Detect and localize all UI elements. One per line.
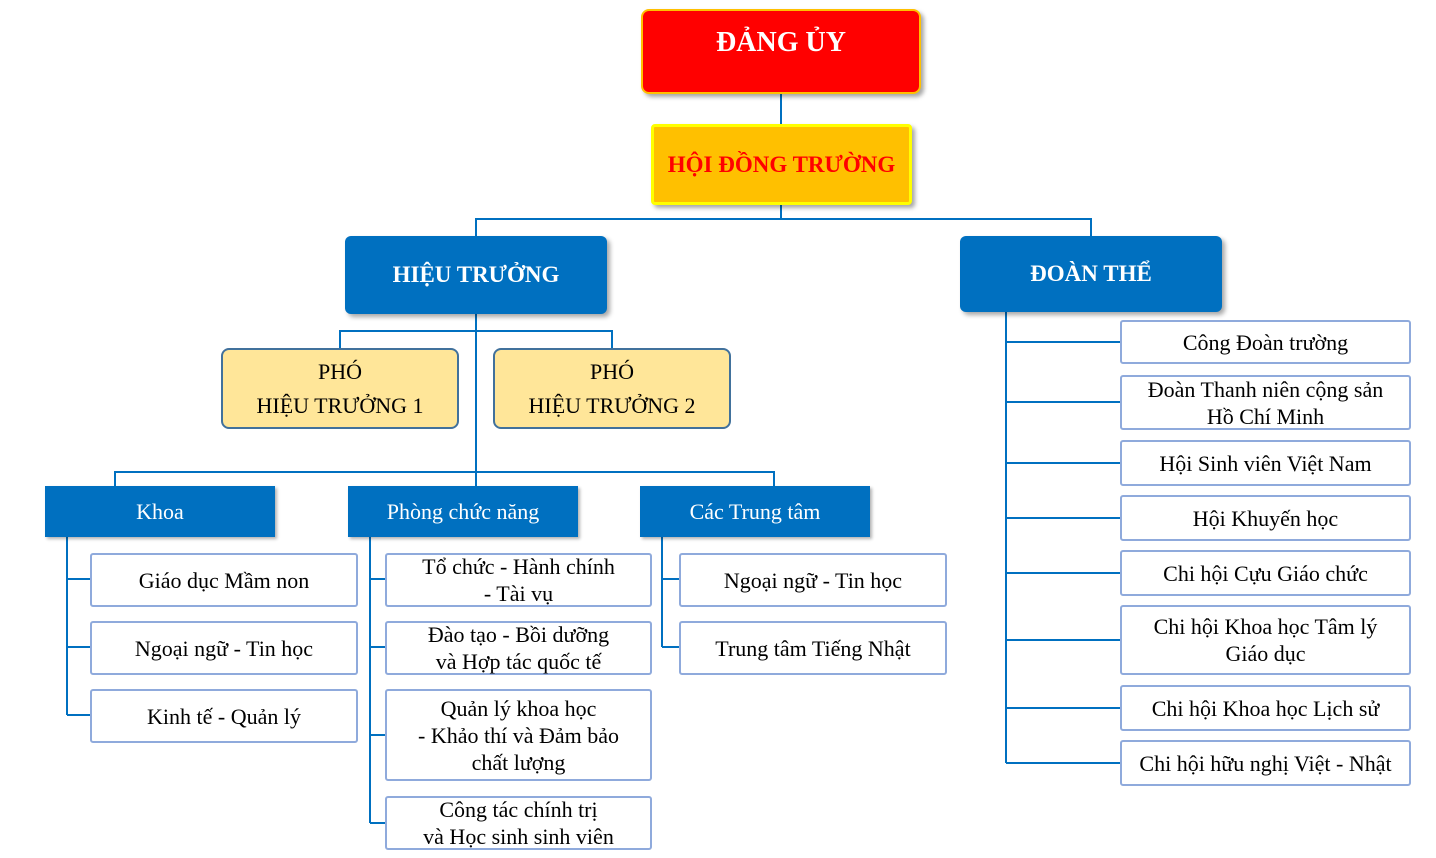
- phong-item: Đào tạo - Bồi dưỡng và Hợp tác quốc tế: [385, 621, 652, 675]
- connector-pho-branch: [339, 330, 613, 348]
- trung-tam-item: Ngoại ngữ - Tin học: [679, 553, 947, 607]
- doan-the-item: Đoàn Thanh niên cộng sản Hồ Chí Minh: [1120, 375, 1411, 430]
- pho-hieu-truong-2-box: PHÓ HIỆU TRƯỞNG 2: [493, 348, 731, 429]
- connector-top-branch: [475, 218, 1092, 236]
- doan-the-box: ĐOÀN THỂ: [960, 236, 1222, 312]
- cac-trung-tam-header: Các Trung tâm: [640, 486, 870, 537]
- doan-the-item: Chi hội Khoa học Lịch sử: [1120, 685, 1411, 731]
- khoa-item: Ngoại ngữ - Tin học: [90, 621, 358, 675]
- phong-item: Công tác chính trị và Học sinh sinh viên: [385, 796, 652, 850]
- phong-item: Tổ chức - Hành chính - Tài vụ: [385, 553, 652, 607]
- pho-hieu-truong-1-box: PHÓ HIỆU TRƯỞNG 1: [221, 348, 459, 429]
- khoa-item: Kinh tế - Quản lý: [90, 689, 358, 743]
- hieu-truong-box: HIỆU TRƯỞNG: [345, 236, 607, 314]
- doan-the-item: Chi hội Khoa học Tâm lý Giáo dục: [1120, 605, 1411, 675]
- phong-chuc-nang-header: Phòng chức năng: [348, 486, 578, 537]
- trung-tam-item: Trung tâm Tiếng Nhật: [679, 621, 947, 675]
- hoi-dong-truong-box: HỘI ĐỒNG TRƯỜNG: [651, 124, 912, 205]
- doan-the-item: Hội Sinh viên Việt Nam: [1120, 440, 1411, 486]
- khoa-header: Khoa: [45, 486, 275, 537]
- doan-the-item: Chi hội hữu nghị Việt - Nhật: [1120, 740, 1411, 786]
- khoa-item: Giáo dục Mầm non: [90, 553, 358, 607]
- doan-the-item: Công Đoàn trường: [1120, 320, 1411, 364]
- connector-units-branch: [114, 471, 775, 486]
- dang-uy-box: ĐẢNG ỦY: [641, 9, 921, 94]
- doan-the-item: Chi hội Cựu Giáo chức: [1120, 550, 1411, 596]
- phong-item: Quản lý khoa học - Khảo thí và Đảm bảo c…: [385, 689, 652, 781]
- doan-the-item: Hội Khuyến học: [1120, 495, 1411, 541]
